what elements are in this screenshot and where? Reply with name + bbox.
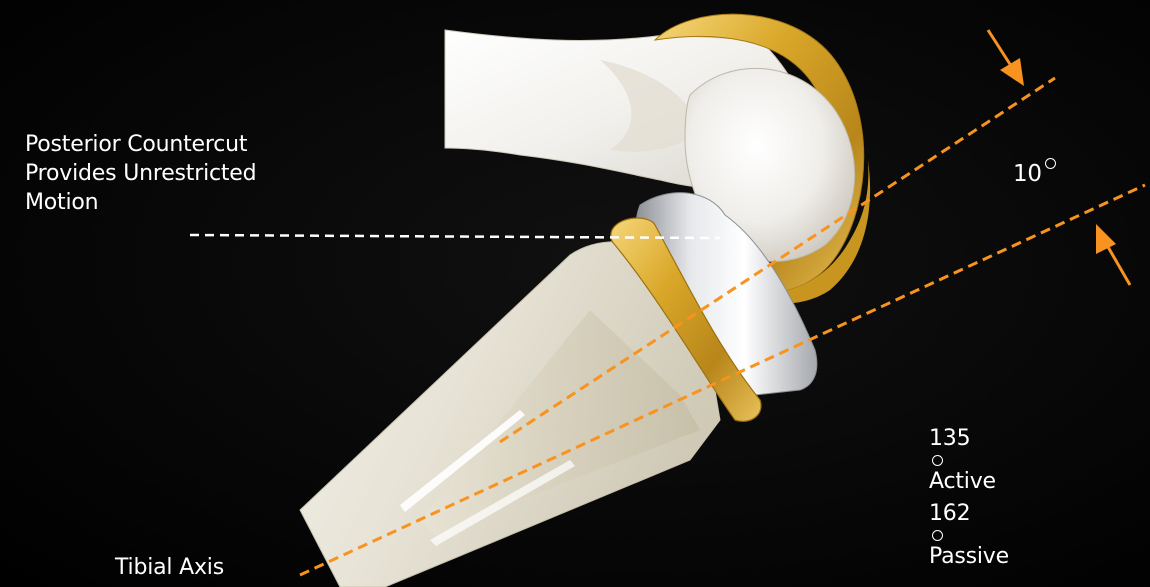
degree-circle-icon: [1045, 158, 1056, 169]
angle-label: 10: [1013, 158, 1059, 189]
arrow-down-right-icon: [988, 30, 1024, 86]
posterior-countercut-label: Posterior Countercut Provides Unrestrict…: [25, 130, 256, 217]
degree-circle-icon: [932, 455, 943, 466]
arrow-up-left-icon: [1096, 224, 1130, 285]
posterior-label-line1: Posterior Countercut: [25, 130, 256, 159]
posterior-label-line2: Provides Unrestricted: [25, 159, 256, 188]
active-text: Active: [929, 466, 1009, 498]
degree-circle-icon: [932, 530, 943, 541]
active-value: 135: [929, 423, 1009, 455]
passive-text: Passive: [929, 541, 1009, 573]
angle-value: 10: [1013, 161, 1042, 187]
active-row: 135 Active: [929, 423, 1009, 498]
posterior-label-line3: Motion: [25, 188, 256, 217]
tibial-axis-label: Tibial Axis: [115, 553, 224, 582]
passive-value: 162: [929, 498, 1009, 530]
